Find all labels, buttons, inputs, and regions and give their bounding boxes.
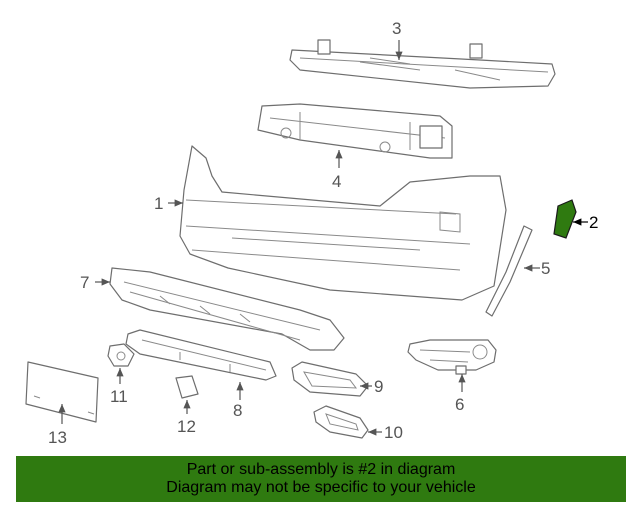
callout-4[interactable]: 4 bbox=[332, 172, 341, 191]
part-13-license-bracket bbox=[25, 361, 99, 423]
callout-7[interactable]: 7 bbox=[80, 273, 89, 292]
callout-8[interactable]: 8 bbox=[233, 401, 242, 420]
callout-3[interactable]: 3 bbox=[392, 19, 401, 38]
part-10-bezel-ring bbox=[313, 405, 369, 439]
part-9-fog-bezel bbox=[291, 361, 369, 397]
parts-diagram: 3 4 1 2 5 7 8 bbox=[25, 19, 598, 447]
part-8-lower-trim bbox=[125, 329, 277, 381]
banner-line-2: Diagram may not be specific to your vehi… bbox=[166, 479, 476, 496]
part-5-trim-strip bbox=[485, 225, 533, 317]
callout-1[interactable]: 1 bbox=[154, 194, 163, 213]
callout-6[interactable]: 6 bbox=[455, 395, 464, 414]
part-2-bracket bbox=[553, 199, 577, 239]
part-6-fog-lamp bbox=[407, 339, 497, 375]
callout-2[interactable]: 2 bbox=[589, 213, 598, 232]
part-3-reinforcement-beam bbox=[289, 39, 556, 89]
part-11-clip bbox=[107, 343, 135, 367]
part-12-cover bbox=[175, 375, 199, 399]
callout-13[interactable]: 13 bbox=[48, 428, 67, 447]
callout-5[interactable]: 5 bbox=[541, 259, 550, 278]
part-1-bumper-fascia bbox=[179, 145, 507, 301]
part-7-lower-grille bbox=[109, 267, 345, 351]
callout-10[interactable]: 10 bbox=[384, 423, 403, 442]
part-4-absorber bbox=[257, 103, 453, 159]
callout-12[interactable]: 12 bbox=[177, 417, 196, 436]
callout-9[interactable]: 9 bbox=[374, 377, 383, 396]
callout-11[interactable]: 11 bbox=[110, 387, 128, 406]
info-banner: Part or sub-assembly is #2 in diagram Di… bbox=[16, 456, 626, 502]
banner-line-1: Part or sub-assembly is #2 in diagram bbox=[186, 461, 456, 478]
